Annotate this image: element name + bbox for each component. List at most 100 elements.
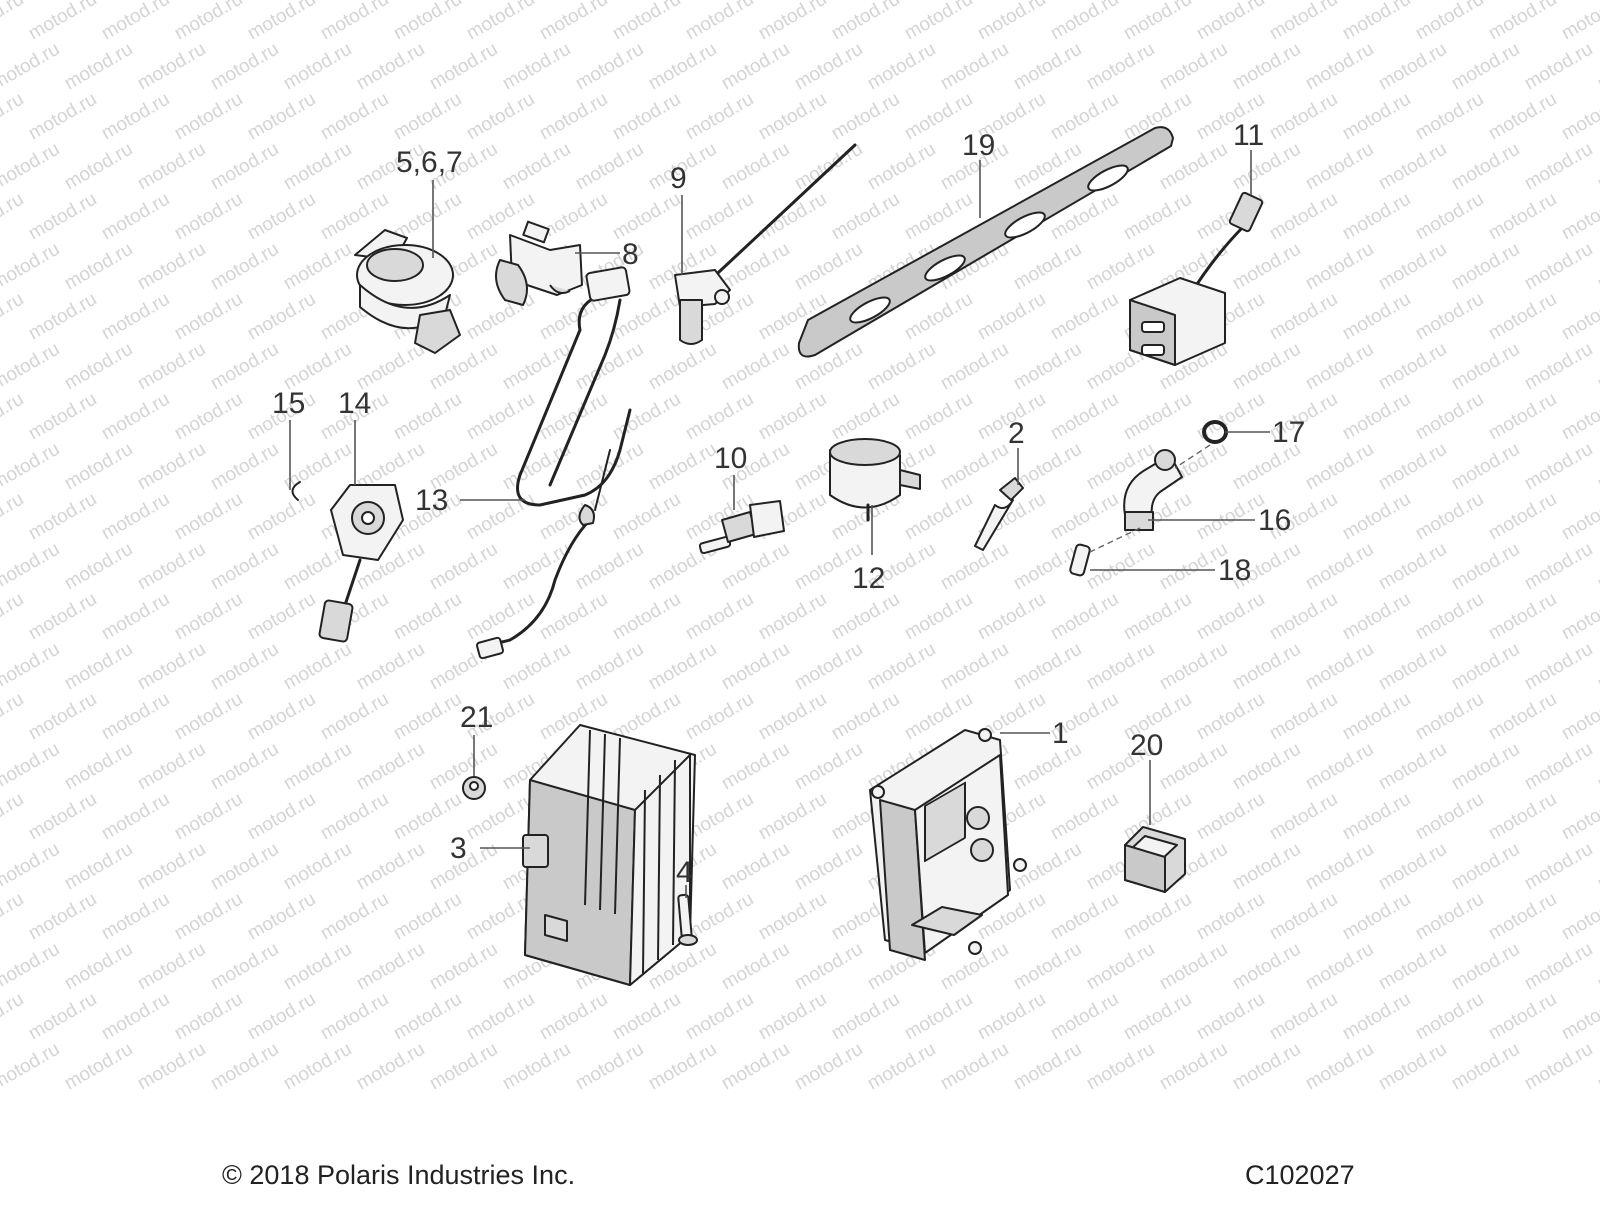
wire-harness-part[interactable] (476, 266, 632, 660)
elbow-fitting-part[interactable] (1123, 449, 1183, 531)
watermark-text: motod.ru (1047, 789, 1122, 845)
watermark-text: motod.ru (463, 289, 538, 345)
watermark-text: motod.ru (755, 989, 830, 1045)
watermark-text: motod.ru (1266, 289, 1341, 345)
watermark-text: motod.ru (1485, 0, 1560, 44)
relay-part[interactable] (829, 438, 921, 522)
watermark-text: motod.ru (0, 1039, 63, 1095)
watermark-text: motod.ru (864, 1039, 939, 1095)
watermark-text: motod.ru (1302, 139, 1377, 195)
watermark-text: motod.ru (171, 989, 246, 1045)
pin-part[interactable] (1069, 543, 1091, 577)
watermark-text: motod.ru (353, 339, 428, 395)
watermark-text: motod.ru (463, 89, 538, 145)
retaining-clip-part[interactable] (291, 481, 301, 501)
watermark-text: motod.ru (1083, 539, 1158, 595)
watermark-text: motod.ru (1375, 939, 1450, 995)
grommet-part[interactable] (462, 776, 486, 800)
watermark-text: motod.ru (1266, 689, 1341, 745)
watermark-text: motod.ru (0, 39, 63, 95)
watermark-text: motod.ru (536, 0, 611, 44)
usb-socket-part[interactable] (1129, 191, 1264, 366)
ecu-part[interactable] (869, 728, 1027, 961)
watermark-text: motod.ru (317, 0, 392, 44)
watermark-text: motod.ru (1120, 189, 1195, 245)
callout-4: 4 (676, 856, 693, 889)
rocker-switch-part[interactable] (1124, 826, 1186, 893)
watermark-text: motod.ru (1448, 39, 1523, 95)
watermark-text: motod.ru (1594, 739, 1600, 795)
watermark-text: motod.ru (25, 0, 100, 44)
watermark-text: motod.ru (1302, 239, 1377, 295)
callout-14: 14 (338, 387, 371, 420)
speed-sensor-part[interactable] (674, 143, 857, 345)
watermark-text: motod.ru (25, 89, 100, 145)
watermark-text: motod.ru (791, 39, 866, 95)
callout-3: 3 (450, 832, 467, 865)
watermark-text: motod.ru (499, 439, 574, 495)
watermark-text: motod.ru (1047, 889, 1122, 945)
watermark-text: motod.ru (463, 489, 538, 545)
watermark-text: motod.ru (791, 1039, 866, 1095)
watermark-text: motod.ru (1193, 0, 1268, 44)
watermark-text: motod.ru (244, 0, 319, 44)
ignition-switch-part[interactable] (354, 229, 461, 354)
watermark-text: motod.ru (1594, 939, 1600, 995)
bracket-strap-part[interactable] (797, 126, 1174, 358)
watermark-text: motod.ru (280, 1039, 355, 1095)
watermark-text: motod.ru (25, 689, 100, 745)
watermark-text: motod.ru (1302, 1039, 1377, 1095)
watermark-text: motod.ru (1594, 539, 1600, 595)
watermark-text: motod.ru (426, 939, 501, 995)
watermark-text: motod.ru (1120, 589, 1195, 645)
watermark-text: motod.ru (1594, 839, 1600, 895)
watermark-text: motod.ru (171, 589, 246, 645)
watermark-text: motod.ru (1375, 239, 1450, 295)
watermark-text: motod.ru (572, 339, 647, 395)
watermark-text: motod.ru (901, 389, 976, 445)
watermark-text: motod.ru (609, 589, 684, 645)
watermark-text: motod.ru (1448, 639, 1523, 695)
watermark-text: motod.ru (718, 739, 793, 795)
watermark-text: motod.ru (1375, 739, 1450, 795)
watermark-text: motod.ru (280, 739, 355, 795)
callout-16: 16 (1258, 504, 1291, 537)
watermark-text: motod.ru (244, 289, 319, 345)
watermark-text: motod.ru (1266, 189, 1341, 245)
watermark-text: motod.ru (1266, 0, 1341, 44)
watermark-text: motod.ru (1594, 39, 1600, 95)
temperature-sensor-part[interactable] (698, 500, 785, 555)
watermark-text: motod.ru (1558, 789, 1600, 845)
voltage-regulator-part[interactable] (522, 724, 696, 986)
watermark-text: motod.ru (280, 439, 355, 495)
watermark-text: motod.ru (682, 89, 757, 145)
watermark-text: motod.ru (463, 589, 538, 645)
map-sensor-part[interactable] (495, 220, 583, 306)
callout-15: 15 (272, 387, 305, 420)
callout-9: 9 (670, 162, 687, 195)
watermark-text: motod.ru (207, 539, 282, 595)
watermark-text: motod.ru (1302, 939, 1377, 995)
bolt-part[interactable] (677, 893, 698, 946)
watermark-text: motod.ru (0, 639, 63, 695)
watermark-text: motod.ru (98, 89, 173, 145)
watermark-text: motod.ru (1302, 839, 1377, 895)
watermark-text: motod.ru (499, 39, 574, 95)
watermark-text: motod.ru (390, 889, 465, 945)
watermark-text: motod.ru (828, 189, 903, 245)
watermark-text: motod.ru (1558, 989, 1600, 1045)
watermark-text: motod.ru (207, 139, 282, 195)
copyright-notice: © 2018 Polaris Industries Inc. (222, 1160, 576, 1190)
watermark-text: motod.ru (1485, 689, 1560, 745)
watermark-text: motod.ru (61, 239, 136, 295)
watermark-text: motod.ru (1083, 39, 1158, 95)
watermark-text: motod.ru (1375, 339, 1450, 395)
throttle-sensor-part[interactable] (318, 484, 404, 643)
watermark-text: motod.ru (718, 339, 793, 395)
watermark-text: motod.ru (1521, 39, 1596, 95)
watermark-text: motod.ru (171, 489, 246, 545)
watermark-text: motod.ru (0, 739, 63, 795)
watermark-text: motod.ru (1485, 289, 1560, 345)
watermark-text: motod.ru (1448, 139, 1523, 195)
